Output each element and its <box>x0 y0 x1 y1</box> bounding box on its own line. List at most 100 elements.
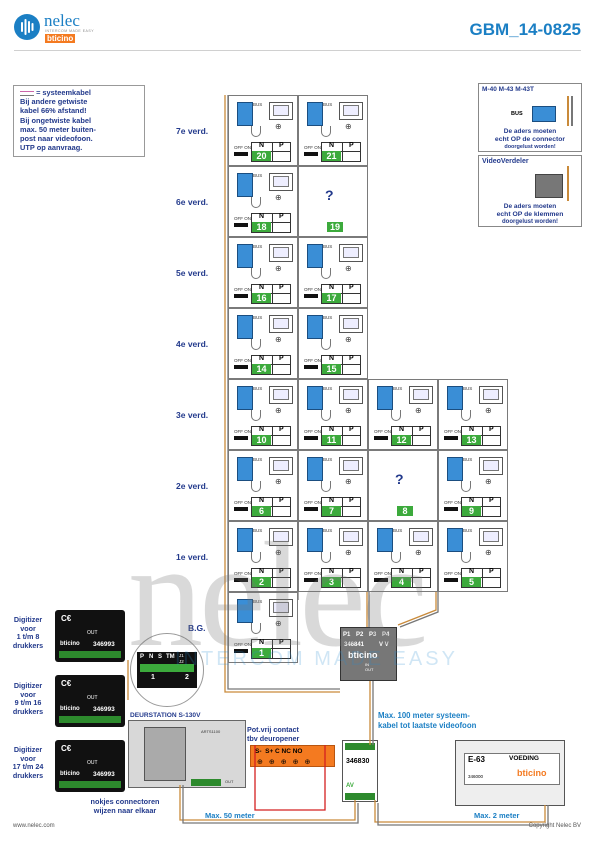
info-line: De aders moeten <box>503 128 557 135</box>
apartment-cell: ?19 <box>298 166 368 237</box>
deurstation-title: DEURSTATION S-130V <box>130 712 201 719</box>
adjust-knob-icon: ⊕ <box>485 548 492 557</box>
offon-switch-icon <box>234 152 248 156</box>
digitizer-out: OUT <box>87 695 98 701</box>
dial-code-badge: 4 <box>392 577 411 587</box>
bus-connector-icon <box>307 528 323 552</box>
adjust-knob-icon: ⊕ <box>415 548 422 557</box>
p-label: P <box>489 426 494 433</box>
info-box-title: VideoVerdeler <box>482 158 529 165</box>
offon-switch-icon <box>234 436 248 440</box>
ce-mark-icon: C€ <box>61 744 72 753</box>
adjust-knob-icon: ⊕ <box>345 406 352 415</box>
videophone-icon <box>409 386 433 404</box>
dip-label: N <box>149 654 154 660</box>
bus-label: BUS <box>323 244 333 249</box>
floor-label: 7e verd. <box>176 126 209 136</box>
wire-orange <box>567 166 569 201</box>
legend-line: UTP op aanvraag. <box>20 143 83 153</box>
digitizer-brand: bticino <box>60 706 80 712</box>
offon-switch-icon <box>304 152 318 156</box>
np-divider <box>272 285 273 303</box>
bus-label: BUS <box>323 528 333 533</box>
np-divider <box>252 435 290 436</box>
dial-code-badge: 8 <box>397 506 413 516</box>
adjust-knob-icon: ⊕ <box>345 335 352 344</box>
dial-code-badge: 19 <box>327 222 343 232</box>
bus-connector-icon <box>237 386 253 410</box>
bus-label: BUS <box>253 386 263 391</box>
adjust-knob-icon: ⊕ <box>275 264 282 273</box>
np-divider <box>342 427 343 445</box>
n-label: N <box>329 497 335 504</box>
np-divider <box>272 498 273 516</box>
np-divider <box>462 506 500 507</box>
legend-line: max. 50 meter buiten- <box>20 124 96 134</box>
dip-switch-zoom: P N S TM J1 J2 1 2 <box>130 633 204 707</box>
adjust-knob-icon: ⊕ <box>415 406 422 415</box>
adjust-knob-icon: ⊕ <box>345 264 352 273</box>
bus-connector-icon <box>377 528 393 552</box>
videophone-icon <box>269 244 293 262</box>
bus-connector-icon <box>447 457 463 481</box>
handset-cord-icon <box>391 552 401 563</box>
n-label: N <box>259 426 265 433</box>
bus-label: BUS <box>323 457 333 462</box>
offon-switch-icon <box>374 436 388 440</box>
logo-text: nelec <box>44 11 80 30</box>
handset-cord-icon <box>321 126 331 137</box>
dial-code-badge: 3 <box>322 577 341 587</box>
offon-switch-icon <box>304 294 318 298</box>
videophone-screen <box>343 105 359 116</box>
n-label: N <box>329 426 335 433</box>
bus-connector-icon <box>377 386 393 410</box>
np-divider <box>322 293 360 294</box>
floor-label: 1e verd. <box>176 552 209 562</box>
videophone-screen <box>343 247 359 258</box>
logo-mark-icon <box>14 14 40 40</box>
legend-line: kabel 66% afstand! <box>20 106 87 116</box>
terminal-strip-icon <box>59 651 121 658</box>
bus-label: BUS <box>463 457 473 462</box>
legend-box: = systeemkabel Bij andere getwiste kabel… <box>13 85 145 157</box>
handset-cord-icon <box>251 197 261 208</box>
np-divider <box>342 569 343 587</box>
digitizer-brand: bticino <box>60 641 80 647</box>
offon-label: OFF ON <box>444 500 461 505</box>
dip-number: 1 <box>151 674 155 681</box>
distributor-port: P1 <box>343 632 351 638</box>
np-divider <box>322 506 360 507</box>
p-label: P <box>279 213 284 220</box>
offon-switch-icon <box>304 365 318 369</box>
offon-label: OFF ON <box>234 500 251 505</box>
footer-website[interactable]: www.nelec.com <box>13 823 55 829</box>
bus-label: BUS <box>253 599 263 604</box>
bus-connector-icon <box>237 244 253 268</box>
terminal-strip-icon <box>345 793 375 800</box>
legend-title: = systeemkabel <box>36 88 91 97</box>
np-divider <box>412 569 413 587</box>
bus-label: BUS <box>253 528 263 533</box>
p-label: P <box>279 497 284 504</box>
terminal-strip-icon <box>191 779 221 786</box>
p-label: P <box>279 639 284 646</box>
videophone-icon <box>269 315 293 333</box>
np-divider <box>322 577 360 578</box>
info-line: doorgelust worden! <box>504 144 556 150</box>
handset-cord-icon <box>251 410 261 421</box>
dip-label: TM <box>166 654 175 660</box>
ce-mark-icon: C€ <box>61 679 72 688</box>
np-divider <box>272 214 273 232</box>
n-label: N <box>259 355 265 362</box>
footer-copyright: Copyright Nelec BV <box>528 823 581 829</box>
